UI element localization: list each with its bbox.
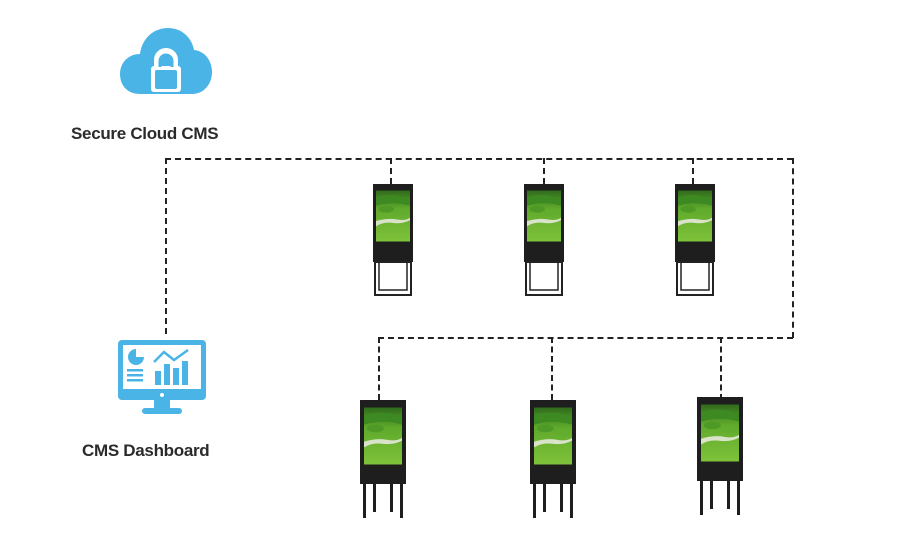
display-bottom-2 [530, 400, 576, 518]
cloud-lock-icon [120, 24, 212, 96]
drop-bottom-2 [551, 337, 553, 400]
display-top-1 [373, 184, 413, 296]
dashboard-label: CMS Dashboard [82, 441, 210, 460]
display-top-2 [524, 184, 564, 296]
display-bottom-3 [697, 397, 743, 515]
connector-top-horizontal [165, 158, 793, 160]
display-top-3 [675, 184, 715, 296]
drop-top-3 [692, 158, 694, 184]
connector-right-vertical [792, 158, 794, 338]
display-bottom-1 [360, 400, 406, 518]
drop-bottom-3 [720, 337, 722, 400]
cloud-label: Secure Cloud CMS [71, 124, 219, 143]
connector-cloud-dashboard [165, 158, 167, 334]
drop-top-2 [543, 158, 545, 184]
monitor-dashboard-icon [118, 340, 208, 418]
connector-bottom-horizontal [378, 337, 793, 339]
drop-bottom-1 [378, 337, 380, 400]
drop-top-1 [390, 158, 392, 184]
